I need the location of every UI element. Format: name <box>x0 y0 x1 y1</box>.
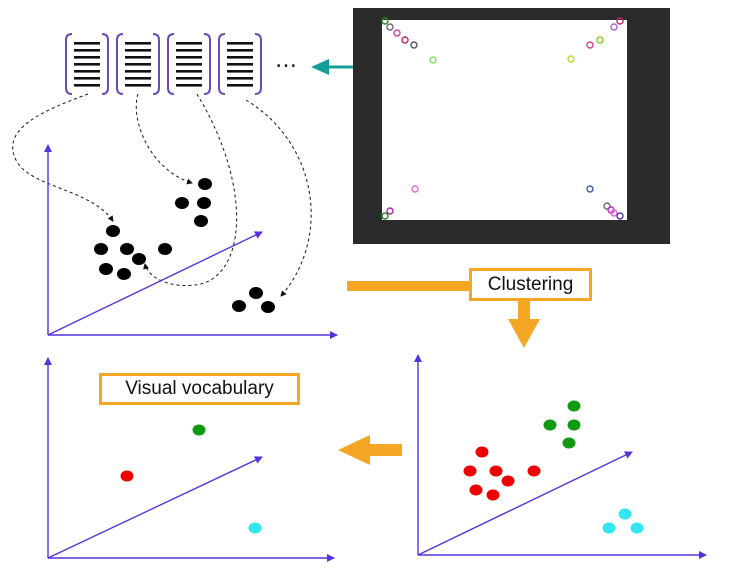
feature-space-axes <box>44 144 338 339</box>
cluster-point <box>527 465 541 477</box>
feature-point <box>175 197 189 209</box>
cluster-point <box>469 484 483 496</box>
cluster-green <box>543 400 581 449</box>
feature-point <box>120 243 134 255</box>
cluster-point <box>489 465 503 477</box>
feature-point <box>99 263 113 275</box>
feature-point <box>249 287 263 299</box>
visual-word-cyan <box>248 522 262 534</box>
descriptor-mapping-lines <box>12 93 312 297</box>
feature-point <box>198 178 212 190</box>
vocabulary-flow-arrow <box>338 435 402 465</box>
cluster-point <box>543 419 557 431</box>
vocabulary-space-axes <box>44 357 335 562</box>
cluster-point <box>630 522 644 534</box>
feature-point <box>117 268 131 280</box>
cluster-red <box>463 446 541 501</box>
feature-cluster <box>94 225 172 280</box>
clustered-space-axes <box>414 354 707 559</box>
cluster-point <box>501 475 515 487</box>
document-icon <box>167 33 211 95</box>
visual-vocabulary-label: Visual vocabulary <box>99 373 300 405</box>
visual-words <box>120 424 262 534</box>
clustered-points <box>463 400 644 534</box>
visual-word-red <box>120 470 134 482</box>
feature-point <box>197 197 211 209</box>
cluster-point <box>567 400 581 412</box>
clustering-flow-arrow <box>347 281 540 348</box>
more-documents-ellipsis: … <box>275 48 298 73</box>
feature-point <box>194 215 208 227</box>
document-icon <box>65 33 109 95</box>
cluster-point <box>618 508 632 520</box>
cluster-cyan <box>602 508 644 534</box>
cluster-point <box>475 446 489 458</box>
cluster-point <box>486 489 500 501</box>
feature-cluster <box>175 178 212 227</box>
arrow-icon <box>311 59 353 75</box>
feature-cluster <box>232 287 275 313</box>
clustering-label: Clustering <box>469 268 592 301</box>
feature-point <box>132 253 146 265</box>
visual-word-green <box>192 424 206 436</box>
feature-point <box>158 243 172 255</box>
cluster-point <box>463 465 477 477</box>
image-frame <box>353 8 670 244</box>
cluster-point <box>567 419 581 431</box>
feature-point <box>106 225 120 237</box>
document-list <box>65 33 262 95</box>
feature-point <box>232 300 246 312</box>
cluster-point <box>562 437 576 449</box>
feature-point <box>261 301 275 313</box>
document-icon <box>218 33 262 95</box>
cluster-point <box>602 522 616 534</box>
feature-point <box>94 243 108 255</box>
keypoint-markers <box>381 17 624 220</box>
feature-points <box>94 178 275 313</box>
document-icon <box>116 33 160 95</box>
